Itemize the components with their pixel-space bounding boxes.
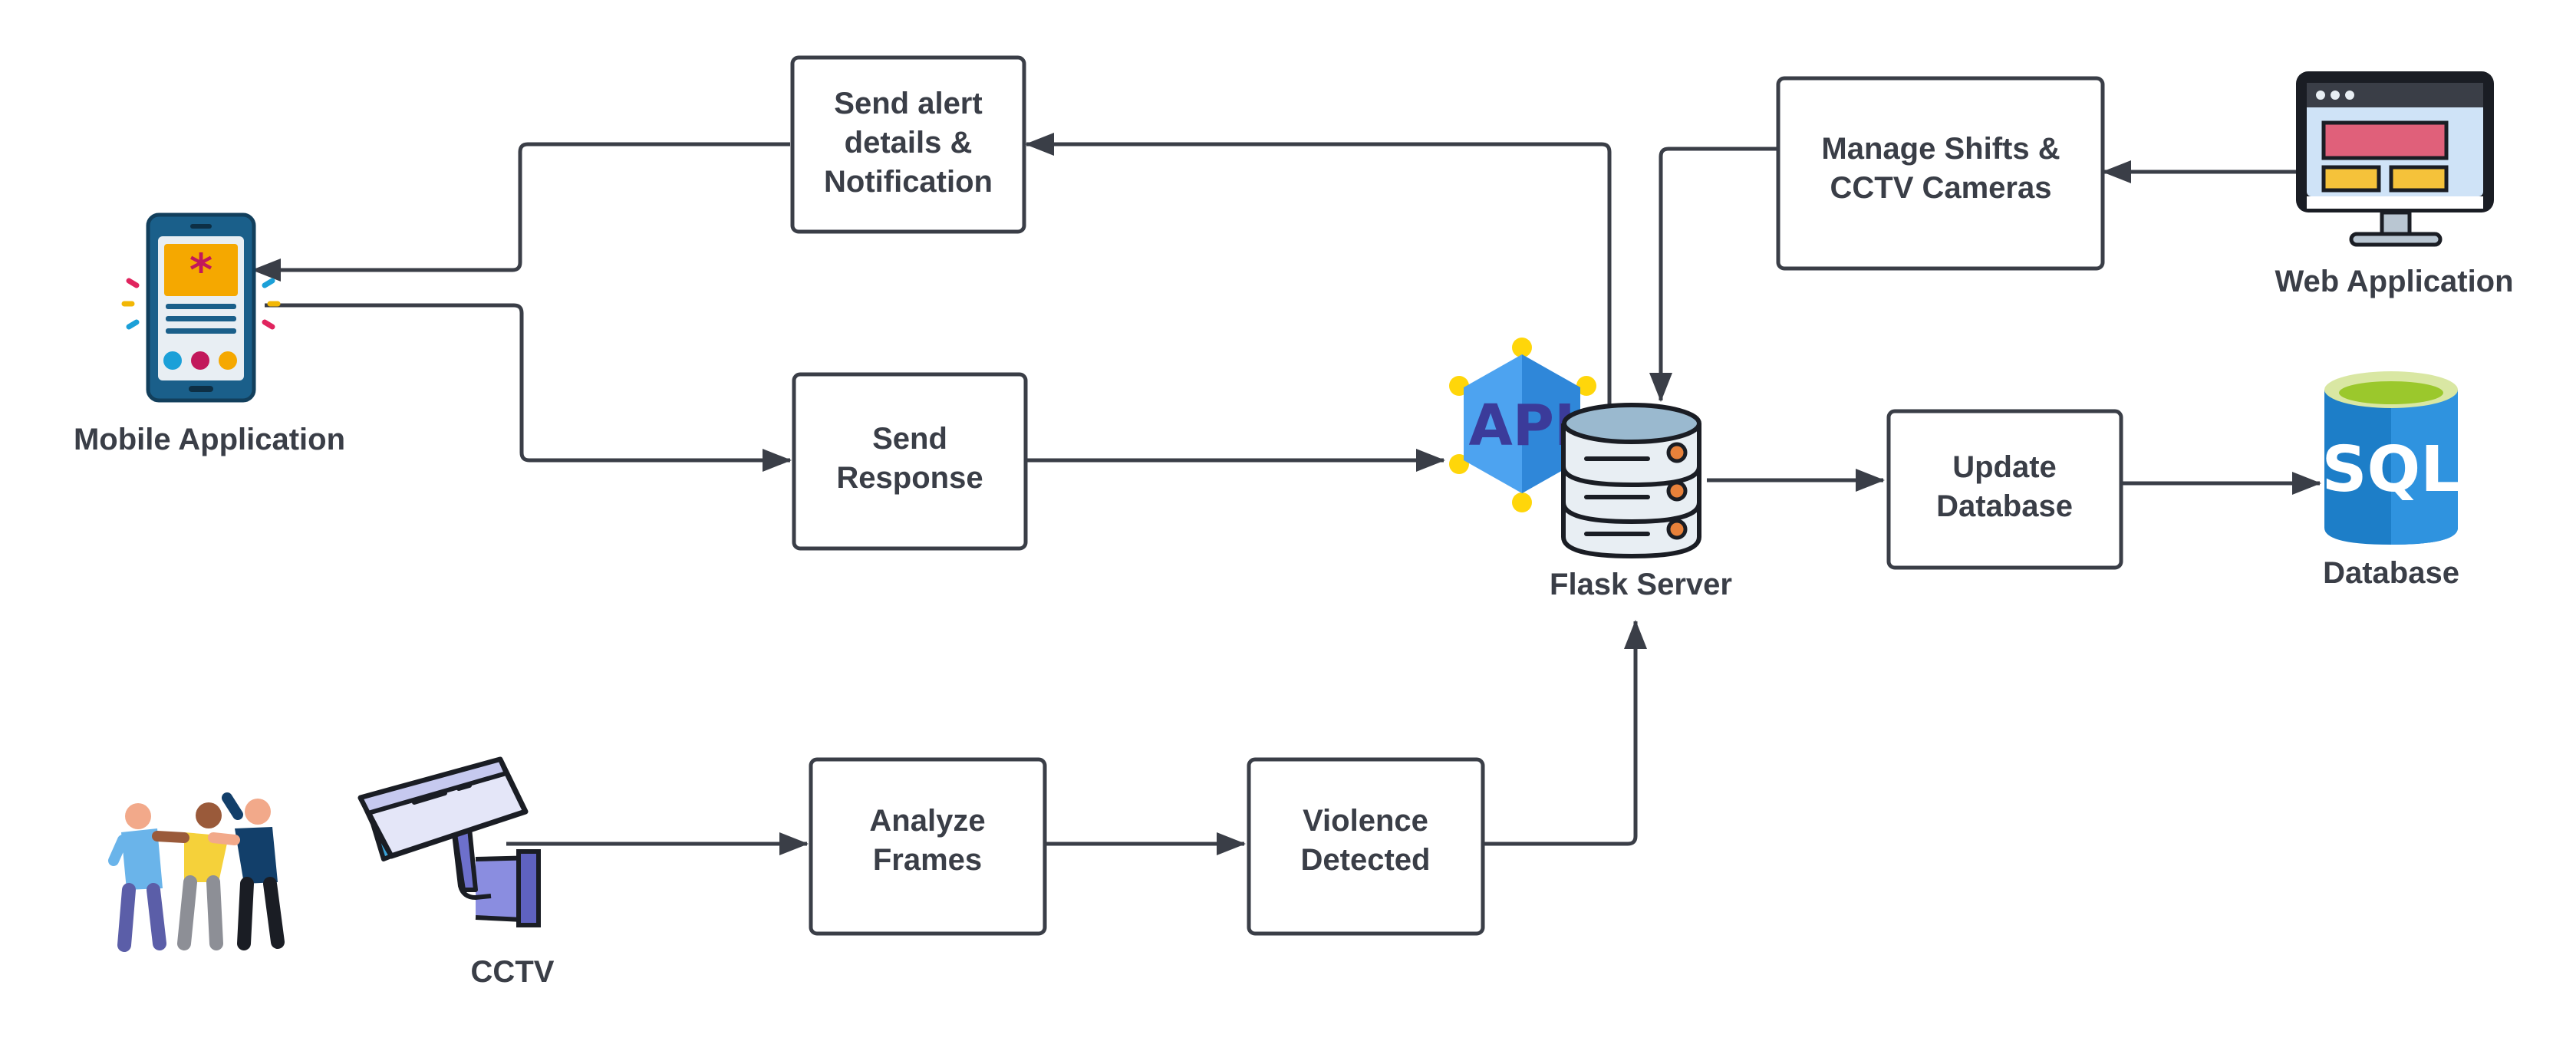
web-app-label: Web Application — [2275, 265, 2513, 298]
process-box-violence-detected: Violence Detected — [1247, 757, 1485, 936]
server-database-icon — [1561, 403, 1701, 559]
sql-text: SQL — [2321, 433, 2460, 506]
box-line: Violence — [1303, 804, 1428, 838]
cctv-camera-icon — [357, 756, 541, 927]
edge-alert-to-mobile — [252, 142, 790, 282]
box-line: Detected — [1301, 843, 1431, 877]
connectors — [252, 133, 2321, 855]
svg-text:*: * — [189, 244, 212, 296]
process-box-update-database: Update Database — [1886, 409, 2123, 570]
mobile-app-label: Mobile Application — [74, 423, 345, 456]
web-monitor-icon — [2296, 71, 2494, 247]
api-hexagon-icon: API — [1449, 338, 1596, 512]
box-line: CCTV Cameras — [1830, 171, 2051, 205]
flask-server-label: Flask Server — [1550, 568, 1732, 601]
box-line: Response — [836, 461, 983, 495]
box-line: Database — [1936, 489, 2073, 523]
process-box-analyze-frames: Analyze Frames — [809, 757, 1047, 936]
box-line: Analyze — [869, 804, 985, 838]
edge-flask-to-alert — [1025, 133, 1612, 414]
box-line: Send — [872, 422, 947, 456]
api-text: API — [1468, 393, 1575, 459]
database-label: Database — [2323, 556, 2459, 590]
mobile-phone-icon: * — [121, 212, 281, 403]
edge-manage-to-flask — [1649, 147, 1777, 402]
edge-mobile-to-response — [265, 303, 792, 472]
process-box-send-response: Send Response — [792, 372, 1028, 551]
box-line: Notification — [824, 165, 993, 199]
cctv-label: CCTV — [471, 955, 555, 989]
box-line: Frames — [873, 843, 982, 877]
box-line: Send alert — [834, 87, 982, 120]
edge-violence-to-flask — [1481, 620, 1647, 846]
box-line: Manage Shifts & — [1821, 132, 2060, 166]
process-box-send-alert: Send alert details & Notification — [790, 55, 1026, 234]
fighting-people-icon — [108, 792, 285, 952]
process-box-manage-shifts: Manage Shifts & CCTV Cameras — [1776, 76, 2105, 271]
box-line: details & — [845, 126, 973, 160]
sql-database-icon: SQL — [2321, 371, 2461, 545]
box-line: Update — [1952, 450, 2057, 484]
